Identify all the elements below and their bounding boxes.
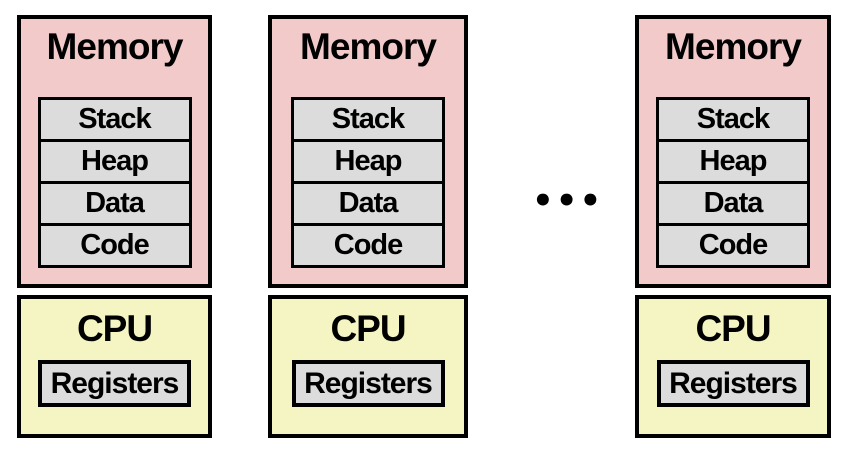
process-column-3: Memory Stack Heap Data Code CPU Register…: [635, 15, 831, 438]
memory-segments: Stack Heap Data Code: [291, 97, 445, 269]
cpu-box: CPU Registers: [635, 295, 831, 438]
segment-stack: Stack: [656, 97, 810, 143]
segment-stack: Stack: [37, 97, 192, 143]
segment-code: Code: [656, 223, 810, 269]
memory-segments: Stack Heap Data Code: [37, 97, 192, 269]
segment-heap: Heap: [37, 139, 192, 185]
memory-title: Memory: [46, 26, 184, 67]
cpu-title: CPU: [695, 308, 771, 349]
memory-box: Memory Stack Heap Data Code: [17, 15, 212, 288]
process-column-2: Memory Stack Heap Data Code CPU Register…: [268, 15, 468, 438]
cpu-box: CPU Registers: [17, 295, 212, 438]
more-processes-ellipsis: •••: [532, 181, 604, 221]
memory-box: Memory Stack Heap Data Code: [635, 15, 831, 288]
registers-box: Registers: [38, 360, 191, 408]
registers-box: Registers: [656, 360, 810, 408]
segment-heap: Heap: [656, 139, 810, 185]
registers-box: Registers: [291, 360, 445, 408]
memory-box: Memory Stack Heap Data Code: [268, 15, 468, 288]
cpu-title: CPU: [330, 308, 406, 349]
memory-title: Memory: [300, 26, 437, 67]
segment-heap: Heap: [291, 139, 445, 185]
memory-segments: Stack Heap Data Code: [656, 97, 810, 269]
segment-data: Data: [37, 181, 192, 227]
memory-title: Memory: [665, 26, 802, 67]
segment-code: Code: [37, 223, 192, 269]
segment-data: Data: [656, 181, 810, 227]
process-column-1: Memory Stack Heap Data Code CPU Register…: [17, 15, 212, 438]
cpu-title: CPU: [76, 308, 153, 349]
segment-data: Data: [291, 181, 445, 227]
segment-stack: Stack: [291, 97, 445, 143]
segment-code: Code: [291, 223, 445, 269]
cpu-box: CPU Registers: [268, 295, 468, 438]
